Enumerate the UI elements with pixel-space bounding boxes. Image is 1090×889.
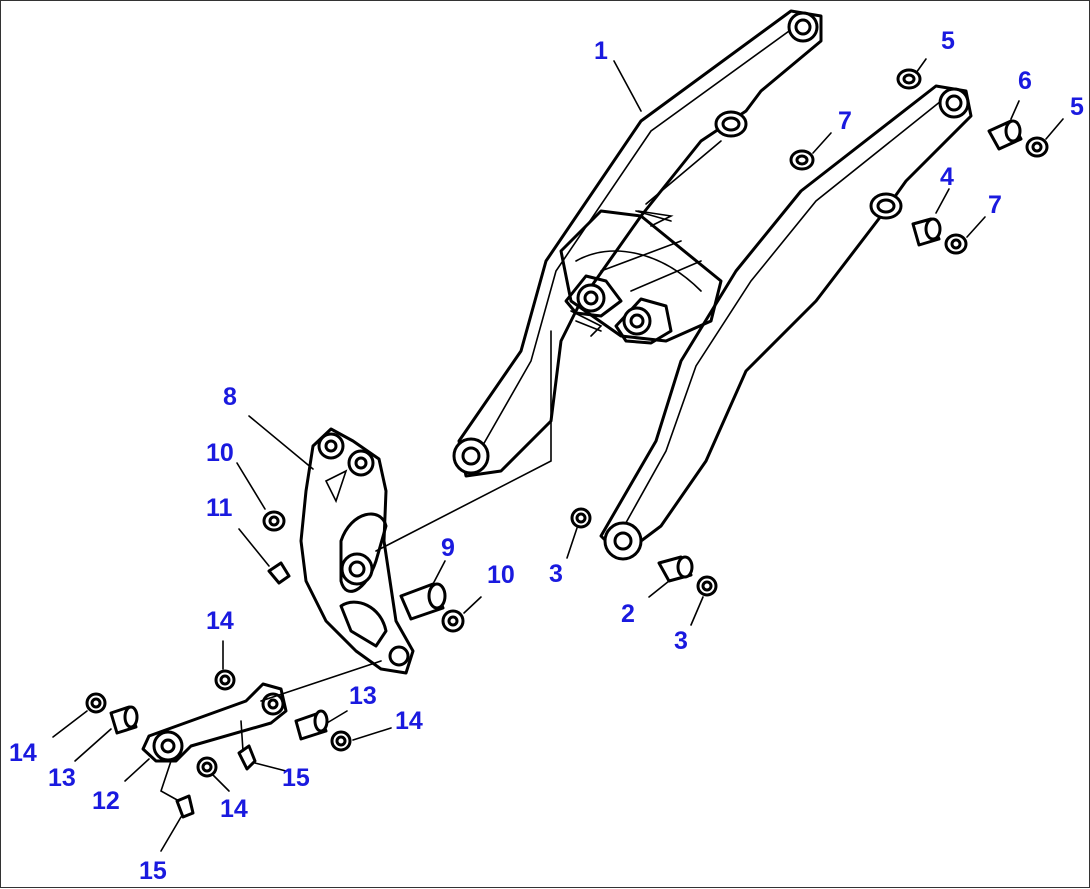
lift-arm-left [452,9,823,478]
bushing-13b [294,709,329,741]
callout-15b: 15 [139,857,167,885]
seal-5-upper [896,68,922,90]
bushing-6 [987,119,1023,151]
callout-13b: 13 [48,764,76,792]
callout-14b: 14 [395,707,423,735]
callout-2: 2 [621,600,635,628]
link [141,682,288,763]
lift-arm-right [599,84,973,561]
callout-5b: 5 [1070,93,1084,121]
callout-7a: 7 [838,107,852,135]
callout-7b: 7 [988,191,1002,219]
seal-14-a [214,669,236,691]
grease-fitting-15-a [237,744,257,771]
bellcrank [299,427,415,675]
callout-6: 6 [1018,67,1032,95]
callout-13a: 13 [349,682,377,710]
seal-7-right [944,233,968,255]
assembly-lines [160,140,722,802]
callout-15a: 15 [282,764,310,792]
callout-8: 8 [223,383,237,411]
callout-3b: 3 [674,627,688,655]
seal-14-b [85,692,107,714]
cross-tube [559,209,723,345]
grease-fitting-11 [267,561,291,585]
callout-1: 1 [594,37,608,65]
callout-10b: 10 [487,561,515,589]
leader-lines [52,58,1064,852]
callout-14c: 14 [9,739,37,767]
seal-14-c [330,730,352,752]
bushing-4 [911,217,942,247]
seal-10-upper [262,510,286,532]
callout-labels: 1 5 6 5 7 4 7 8 10 11 9 10 3 2 3 14 13 1… [9,27,1084,885]
seal-3-left [570,507,592,529]
callout-3a: 3 [549,560,563,588]
seal-3-right [696,575,718,597]
callout-5a: 5 [941,27,955,55]
grease-fitting-15-b [175,794,195,819]
seal-7-upper [789,149,815,171]
callout-4: 4 [940,163,954,191]
seal-10-lower [441,609,465,633]
callout-14d: 14 [220,795,248,823]
callout-10a: 10 [206,439,234,467]
pin-9 [399,582,447,621]
callout-14a: 14 [206,607,234,635]
seal-5-right [1025,136,1049,158]
callout-11: 11 [206,494,233,522]
callout-9: 9 [441,534,455,562]
bushing-13a [109,705,139,735]
callout-12: 12 [92,787,120,815]
seal-14-d [196,756,218,778]
bushing-2 [657,555,694,583]
